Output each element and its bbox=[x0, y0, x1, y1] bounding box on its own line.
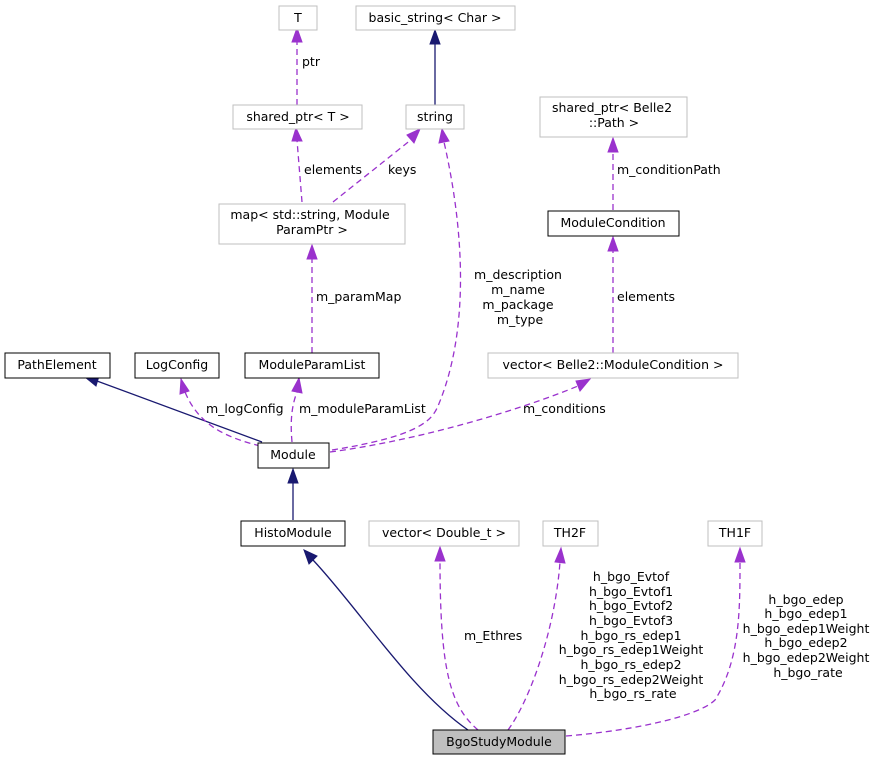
node-histo-module[interactable]: HistoModule bbox=[240, 520, 346, 547]
label-ptr: ptr bbox=[302, 54, 321, 69]
arrowhead bbox=[406, 128, 421, 144]
node-vector-double[interactable]: vector< Double_t > bbox=[368, 520, 520, 547]
label-line: h_bgo_rs_edep1Weight bbox=[559, 642, 704, 657]
label-line: h_bgo_rs_edep2 bbox=[580, 657, 681, 672]
arrowhead bbox=[287, 467, 299, 484]
arrowhead bbox=[438, 127, 450, 144]
label-elements-vector: elements bbox=[617, 289, 675, 304]
label-line: h_bgo_rs_rate bbox=[589, 686, 677, 701]
node-label: HistoModule bbox=[254, 525, 332, 540]
edge-th2f-members bbox=[507, 561, 561, 731]
label-m-log-config: m_logConfig bbox=[206, 401, 284, 416]
label-m-ethres: m_Ethres bbox=[464, 628, 522, 643]
edge-m-conditions bbox=[329, 385, 579, 453]
node-label: vector< Belle2::ModuleCondition > bbox=[503, 357, 724, 372]
edge-keys bbox=[332, 138, 413, 203]
node-label-line: map< std::string, Module bbox=[230, 207, 390, 222]
label-line: m_description bbox=[474, 267, 562, 282]
arrowhead bbox=[607, 136, 619, 153]
node-label: string bbox=[417, 109, 453, 124]
node-shared-ptr-path[interactable]: shared_ptr< Belle2 ::Path > bbox=[539, 96, 688, 138]
label-line: h_bgo_edep1 bbox=[764, 606, 847, 621]
label-m-param-map: m_paramMap bbox=[316, 289, 401, 304]
arrowhead bbox=[607, 235, 619, 252]
arrowhead bbox=[291, 376, 303, 394]
node-label: T bbox=[293, 10, 302, 25]
arrowhead bbox=[554, 546, 566, 564]
label-string-members: m_description m_name m_package m_type bbox=[474, 267, 566, 327]
node-label: LogConfig bbox=[146, 357, 208, 372]
arrowhead bbox=[575, 378, 592, 392]
label-keys: keys bbox=[388, 162, 416, 177]
edge-elements-map bbox=[296, 139, 303, 203]
node-label: shared_ptr< T > bbox=[246, 109, 349, 124]
node-label: ModuleParamList bbox=[259, 357, 366, 372]
node-map[interactable]: map< std::string, Module ParamPtr > bbox=[218, 203, 406, 245]
edge-m-module-param-list bbox=[290, 391, 298, 443]
node-label: Module bbox=[270, 447, 316, 462]
node-label: ModuleCondition bbox=[560, 215, 665, 230]
arrowhead bbox=[429, 28, 441, 45]
node-module-param-list[interactable]: ModuleParamList bbox=[244, 352, 380, 379]
node-t[interactable]: T bbox=[278, 5, 318, 31]
node-bgo-study-module[interactable]: BgoStudyModule bbox=[432, 729, 566, 755]
node-label-line: ::Path > bbox=[589, 115, 639, 130]
node-th1f[interactable]: TH1F bbox=[707, 520, 763, 547]
label-line: m_package bbox=[482, 297, 554, 312]
edge-th1f-members bbox=[565, 561, 741, 737]
node-module-condition[interactable]: ModuleCondition bbox=[547, 210, 680, 237]
node-string[interactable]: string bbox=[405, 104, 465, 130]
label-line: m_type bbox=[497, 312, 544, 327]
node-label: PathElement bbox=[17, 357, 96, 372]
edge-m-log-config bbox=[184, 391, 261, 447]
node-vector-module-condition[interactable]: vector< Belle2::ModuleCondition > bbox=[487, 352, 739, 379]
label-line: h_bgo_Evtof3 bbox=[589, 613, 673, 628]
node-label-line: ParamPtr > bbox=[276, 222, 348, 237]
node-shared-ptr-t[interactable]: shared_ptr< T > bbox=[232, 104, 363, 130]
label-line: m_name bbox=[491, 282, 545, 297]
label-m-conditions: m_conditions bbox=[523, 401, 606, 416]
label-line: h_bgo_edep1Weight bbox=[743, 621, 870, 636]
node-label: map< std::string, Module ParamPtr > bbox=[230, 207, 393, 237]
node-th2f[interactable]: TH2F bbox=[542, 520, 599, 547]
node-label: shared_ptr< Belle2 ::Path > bbox=[552, 100, 676, 130]
arrowhead bbox=[434, 545, 446, 562]
node-label: basic_string< Char > bbox=[369, 10, 502, 25]
edge-string-members bbox=[331, 141, 462, 451]
edge-m-ethres bbox=[439, 559, 479, 731]
label-line: h_bgo_rs_edep2Weight bbox=[559, 672, 704, 687]
label-line: h_bgo_edep2Weight bbox=[743, 650, 870, 665]
arrowhead bbox=[291, 26, 303, 43]
label-m-module-param-list: m_moduleParamList bbox=[299, 401, 426, 416]
node-label: TH2F bbox=[553, 525, 586, 540]
edge-module-inherits-path-element bbox=[96, 380, 263, 443]
node-log-config[interactable]: LogConfig bbox=[134, 352, 220, 379]
label-line: h_bgo_Evtof1 bbox=[589, 584, 673, 599]
label-elements-map: elements bbox=[304, 162, 362, 177]
node-label: TH1F bbox=[718, 525, 751, 540]
label-th1f-members: h_bgo_edep h_bgo_edep1 h_bgo_edep1Weight… bbox=[743, 592, 874, 680]
arrowhead bbox=[734, 546, 746, 563]
label-th2f-members: h_bgo_Evtof h_bgo_Evtof1 h_bgo_Evtof2 h_… bbox=[559, 569, 708, 701]
node-basic-string[interactable]: basic_string< Char > bbox=[355, 5, 516, 31]
node-label: vector< Double_t > bbox=[382, 525, 506, 540]
edge-bgo-inherits-histo-module bbox=[312, 559, 469, 731]
arrowhead bbox=[306, 243, 318, 260]
arrowhead bbox=[291, 126, 303, 142]
arrowhead bbox=[179, 377, 190, 395]
label-line: h_bgo_edep bbox=[768, 592, 843, 607]
arrowhead bbox=[303, 549, 318, 565]
label-m-condition-path: m_conditionPath bbox=[617, 162, 721, 177]
label-line: h_bgo_rs_edep1 bbox=[580, 628, 681, 643]
label-line: h_bgo_edep2 bbox=[764, 635, 847, 650]
label-line: h_bgo_Evtof2 bbox=[589, 598, 673, 613]
label-line: h_bgo_rate bbox=[773, 665, 843, 680]
node-path-element[interactable]: PathElement bbox=[4, 352, 111, 379]
node-module[interactable]: Module bbox=[257, 442, 330, 469]
label-line: h_bgo_Evtof bbox=[593, 569, 670, 584]
node-label: BgoStudyModule bbox=[446, 734, 552, 749]
node-label-line: shared_ptr< Belle2 bbox=[552, 100, 672, 115]
